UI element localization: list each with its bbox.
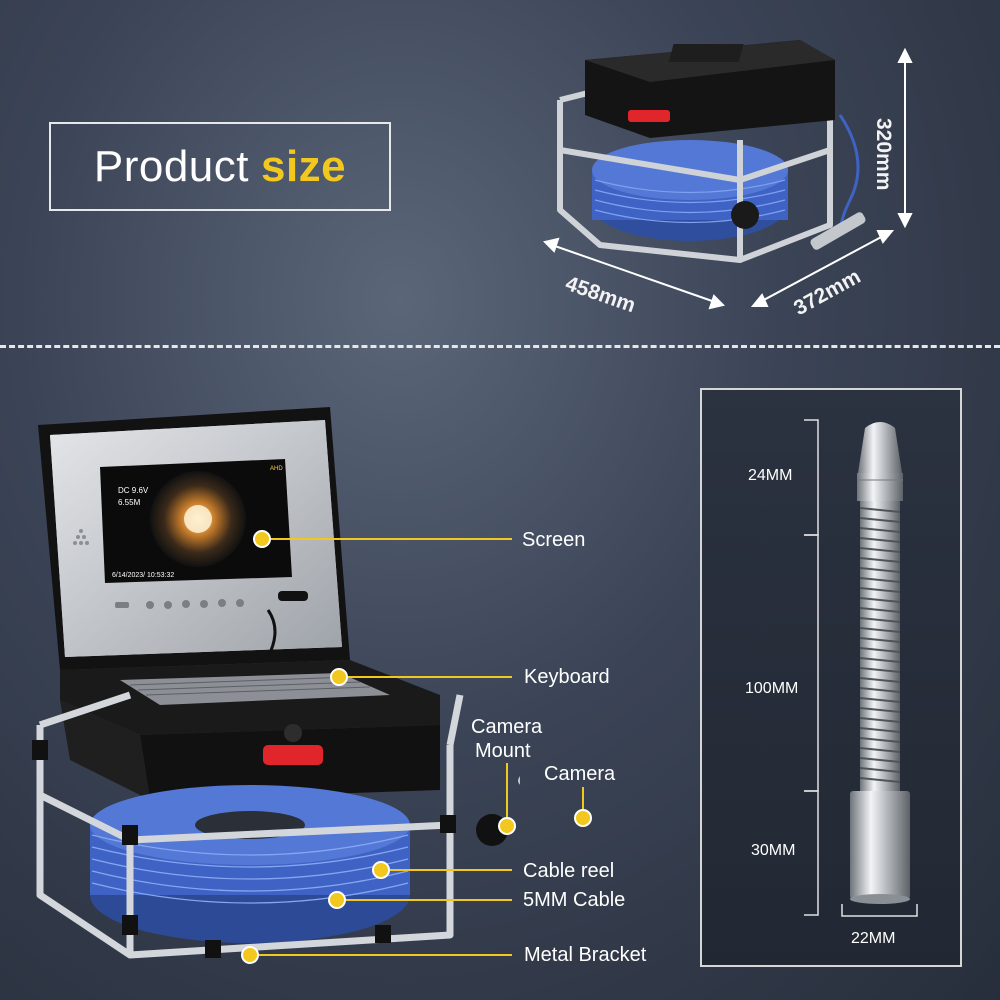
title-main: Product xyxy=(93,141,249,191)
screen-mode: AHD xyxy=(270,466,283,472)
screen-voltage: DC 9.6V xyxy=(118,486,149,495)
callout-cable: 5MM Cable xyxy=(523,889,626,911)
keyboard-callout-dot xyxy=(330,668,348,686)
callout-camera: Camera xyxy=(544,763,616,785)
camera-diameter: 22MM xyxy=(851,930,896,947)
cable-callout-dot xyxy=(328,891,346,909)
callout-keyboard: Keyboard xyxy=(524,666,610,688)
camera-head-illustration xyxy=(804,419,918,917)
dimension-arrows xyxy=(543,47,913,310)
callout-camera-mount-line2: Mount xyxy=(475,740,531,762)
callout-camera-mount-line1: Camera xyxy=(471,716,543,738)
height-dimension-label: 320mm xyxy=(872,118,895,191)
callout-leaders xyxy=(241,530,592,964)
camera-spec-panel xyxy=(700,388,962,967)
camera-mount-callout-dot xyxy=(498,817,516,835)
screen-distance: 6.55M xyxy=(118,498,141,507)
title-box: Product size xyxy=(49,122,391,211)
callout-metal-bracket: Metal Bracket xyxy=(524,944,647,966)
camera-callout-dot xyxy=(574,809,592,827)
product-main-illustration: DC 9.6V 6.55M AHD 6/14/2023/ 10:53:32 xyxy=(32,407,520,959)
camera-tip-length: 24MM xyxy=(748,467,793,484)
section-divider xyxy=(0,345,1000,348)
camera-sleeve-length: 30MM xyxy=(751,842,796,859)
metal-bracket-callout-dot xyxy=(241,946,259,964)
screen-callout-dot xyxy=(253,530,271,548)
camera-spring-length: 100MM xyxy=(745,680,799,697)
cable-reel-callout-dot xyxy=(372,861,390,879)
callout-screen: Screen xyxy=(522,529,586,551)
screen-datetime: 6/14/2023/ 10:53:32 xyxy=(112,572,174,579)
title-accent: size xyxy=(260,141,347,191)
callout-cable-reel: Cable reel xyxy=(523,860,615,882)
product-top-illustration xyxy=(557,40,866,263)
